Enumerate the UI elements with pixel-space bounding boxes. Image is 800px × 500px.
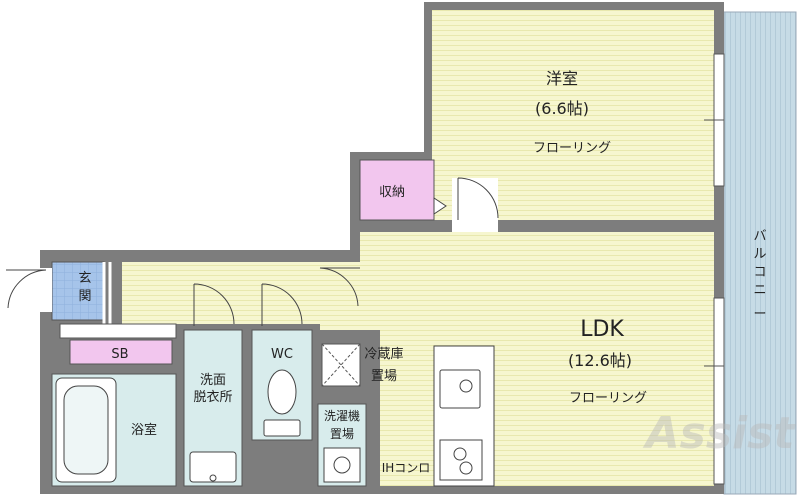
western-door[interactable] bbox=[457, 177, 499, 220]
closet bbox=[359, 159, 435, 221]
fridge-space bbox=[321, 343, 361, 387]
svg-text:ー: ー bbox=[753, 307, 766, 322]
ldk-room-size: (12.6帖) bbox=[568, 351, 632, 370]
assist-watermark: Assist bbox=[643, 408, 797, 459]
western-room-floor: フローリング bbox=[533, 141, 611, 156]
washroom-label-2: 脱衣所 bbox=[193, 389, 232, 405]
shoebox bbox=[69, 339, 173, 365]
entrance-label-2: 関 bbox=[78, 289, 91, 304]
svg-text:ル: ル bbox=[753, 247, 766, 262]
washbasin bbox=[189, 451, 237, 483]
sink bbox=[439, 369, 481, 409]
svg-text:バ: バ bbox=[753, 229, 766, 244]
balcony bbox=[723, 11, 797, 495]
entrance-label-1: 玄 bbox=[78, 271, 91, 286]
ldk-room-name: LDK bbox=[580, 317, 624, 342]
hallway bbox=[122, 262, 328, 324]
entry-door[interactable] bbox=[6, 269, 47, 309]
ldk-room-floor: フローリング bbox=[569, 391, 647, 406]
washroom-label-1: 洗面 bbox=[200, 373, 226, 388]
svg-text:ニ: ニ bbox=[753, 283, 766, 298]
ldk-door[interactable] bbox=[319, 267, 360, 307]
stove-label: IHコンロ bbox=[382, 461, 431, 475]
fridge-label-1: 冷蔵庫 bbox=[364, 347, 403, 362]
western-door-opening bbox=[452, 178, 498, 232]
wc-label: WC bbox=[271, 347, 293, 362]
closet-label: 収納 bbox=[379, 185, 405, 200]
washer-label-1: 洗濯機 bbox=[324, 408, 360, 423]
toilet-bowl bbox=[267, 369, 297, 415]
wc-door[interactable] bbox=[261, 283, 303, 326]
toilet-tank bbox=[263, 419, 301, 437]
shoebox-top bbox=[59, 323, 177, 339]
western-room-name: 洋室 bbox=[546, 69, 578, 88]
washer-label-2: 置場 bbox=[330, 427, 354, 441]
closet-door bbox=[433, 197, 447, 215]
entrance-step bbox=[102, 262, 112, 324]
bath-label: 浴室 bbox=[131, 422, 157, 438]
balcony-label: バ ル コ ニ ー bbox=[753, 229, 766, 322]
western-room-size: (6.6帖) bbox=[535, 99, 589, 118]
washroom-door[interactable] bbox=[193, 283, 235, 326]
ih-cooktop bbox=[439, 439, 483, 481]
shoebox-label: SB bbox=[111, 347, 128, 362]
svg-text:コ: コ bbox=[753, 265, 766, 280]
fridge-label-2: 置場 bbox=[371, 369, 397, 384]
ldk-room bbox=[320, 232, 714, 486]
